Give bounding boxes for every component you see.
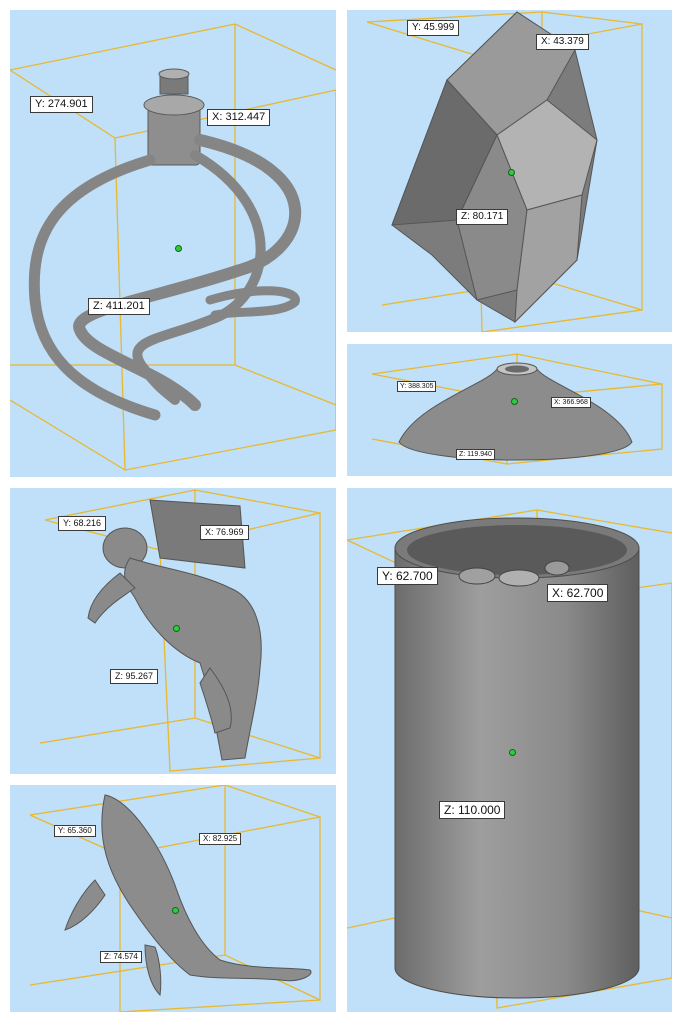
center-point (172, 907, 179, 914)
y-dimension-label: Y: 274.901 (30, 96, 93, 113)
y-dimension-label: Y: 388.305 (397, 381, 437, 392)
y-dimension-label: Y: 65.360 (54, 825, 96, 837)
z-dimension-label: Z: 95.267 (110, 669, 159, 684)
y-dimension-label: Y: 68.216 (58, 516, 107, 531)
cylinder-model-icon (347, 509, 672, 1009)
z-dimension-label: Z: 74.574 (100, 951, 142, 963)
x-dimension-label: X: 366.968 (551, 397, 591, 408)
center-point (175, 245, 182, 252)
x-dimension-label: X: 76.969 (200, 525, 249, 540)
center-point (509, 749, 516, 756)
z-dimension-label: Z: 110.000 (439, 801, 506, 819)
x-dimension-label: X: 62.700 (547, 584, 609, 602)
z-dimension-label: Z: 80.171 (456, 209, 509, 225)
y-dimension-label: Y: 45.999 (407, 20, 460, 36)
center-point (511, 398, 518, 405)
spiral-model-icon (10, 23, 336, 471)
dome-model-icon (371, 353, 663, 465)
center-point (508, 169, 515, 176)
z-dimension-label: Z: 411.201 (88, 298, 150, 315)
z-dimension-label: Z: 119.940 (456, 449, 495, 460)
astronaut-model-icon (39, 489, 321, 772)
viewport-astronaut[interactable]: Y: 68.216 X: 76.969 Z: 95.267 (10, 488, 336, 774)
x-dimension-label: X: 82.925 (199, 833, 242, 845)
viewport-whale[interactable]: Y: 65.360 X: 82.925 Z: 74.574 (10, 785, 336, 1012)
x-dimension-label: X: 43.379 (536, 34, 589, 50)
center-point (173, 625, 180, 632)
viewport-spiral[interactable]: Y: 274.901 X: 312.447 Z: 411.201 (10, 10, 336, 477)
whale-model-icon (29, 785, 321, 1012)
y-dimension-label: Y: 62.700 (377, 567, 438, 585)
viewport-cylinder[interactable]: Y: 62.700 X: 62.700 Z: 110.000 (347, 488, 672, 1012)
viewport-crystal[interactable]: Y: 45.999 X: 43.379 Z: 80.171 (347, 10, 672, 332)
viewport-dome[interactable]: Y: 388.305 X: 366.968 Z: 119.940 (347, 344, 672, 476)
x-dimension-label: X: 312.447 (207, 109, 271, 126)
